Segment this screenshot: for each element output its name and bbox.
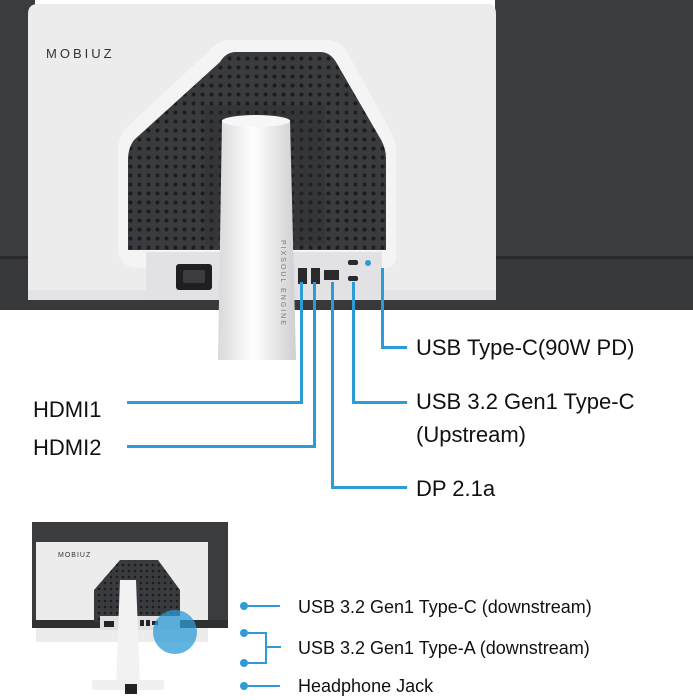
label-hdmi1: HDMI1 bbox=[33, 397, 102, 422]
leader-usb-c-up-v bbox=[352, 282, 355, 403]
leader-hdmi1-h bbox=[127, 401, 303, 404]
leader-headphone bbox=[248, 685, 280, 687]
brand-logo: MOBIUZ bbox=[46, 46, 115, 61]
bracket-top bbox=[248, 632, 266, 634]
leader-usb-c-90w-v bbox=[381, 268, 384, 348]
label-usb-a-down: USB 3.2 Gen1 Type-A (downstream) bbox=[298, 638, 590, 658]
hdmi1-port bbox=[298, 268, 307, 284]
bullet-headphone bbox=[240, 682, 248, 690]
bullet-usb-a-bottom bbox=[240, 659, 248, 667]
stand-neck bbox=[218, 116, 296, 360]
leader-hdmi1-v bbox=[300, 282, 303, 403]
label-usb-c-upstream-sub: (Upstream) bbox=[416, 422, 527, 447]
label-usb-c-upstream: USB 3.2 Gen1 Type-C bbox=[416, 389, 635, 414]
hdmi2-port bbox=[311, 268, 320, 284]
bracket-vertical bbox=[265, 632, 267, 664]
label-usb-c-down: USB 3.2 Gen1 Type-C (downstream) bbox=[298, 597, 592, 617]
leader-dp-v bbox=[331, 282, 334, 488]
leader-usb-c-90w-h bbox=[381, 346, 407, 349]
leader-hdmi2-h bbox=[127, 445, 316, 448]
label-hdmi2: HDMI2 bbox=[33, 435, 102, 460]
label-usb-c-90w: USB Type-C(90W PD) bbox=[416, 335, 635, 360]
leader-usb-c-up-h bbox=[352, 401, 407, 404]
bullet-usb-c-down bbox=[240, 602, 248, 610]
stand-engraving: PIXSOUL ENGINE bbox=[279, 240, 286, 327]
bracket-out bbox=[265, 646, 281, 648]
dp-port bbox=[324, 270, 339, 280]
monitor-side-illustration bbox=[32, 522, 228, 694]
bracket-bottom bbox=[248, 662, 266, 664]
label-dp: DP 2.1a bbox=[416, 476, 496, 501]
bullet-usb-a-top bbox=[240, 629, 248, 637]
brand-logo-small: MOBIUZ bbox=[58, 552, 92, 559]
monitor-rear-illustration: PIXSOUL ENGINE bbox=[0, 0, 693, 360]
label-headphone: Headphone Jack bbox=[298, 676, 434, 696]
leader-dp-h bbox=[331, 486, 407, 489]
usb-c-90w-port bbox=[348, 260, 358, 265]
leader-hdmi2-v bbox=[313, 282, 316, 447]
usb-c-upstream-port bbox=[348, 276, 358, 281]
leader-usb-c-down bbox=[248, 605, 280, 607]
